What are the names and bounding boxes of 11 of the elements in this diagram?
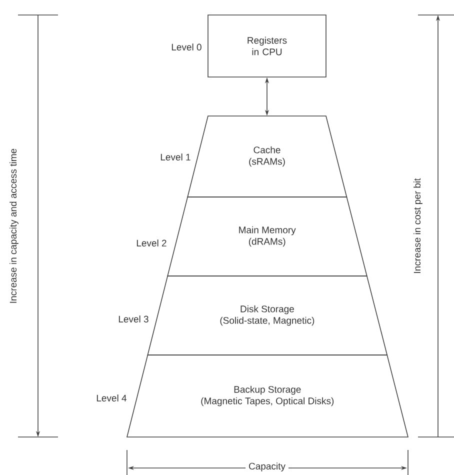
level-label: Level 3 [118, 316, 148, 322]
level-label: Level 2 [136, 240, 166, 246]
storage-level: Disk Storage (Solid-state, Magnetic) [147, 276, 388, 356]
dimension-label: Increase in cost per bit [412, 177, 424, 275]
level-label: Level 0 [172, 44, 202, 50]
register-box: Registers in CPU [208, 14, 326, 78]
level-label: Level 1 [160, 154, 190, 160]
storage-level: Main Memory (dRAMs) [167, 196, 368, 276]
dimension-label: Capacity [246, 460, 288, 474]
dimension-label: Increase in capacity and access time [8, 147, 20, 305]
level-label: Level 4 [96, 394, 126, 402]
